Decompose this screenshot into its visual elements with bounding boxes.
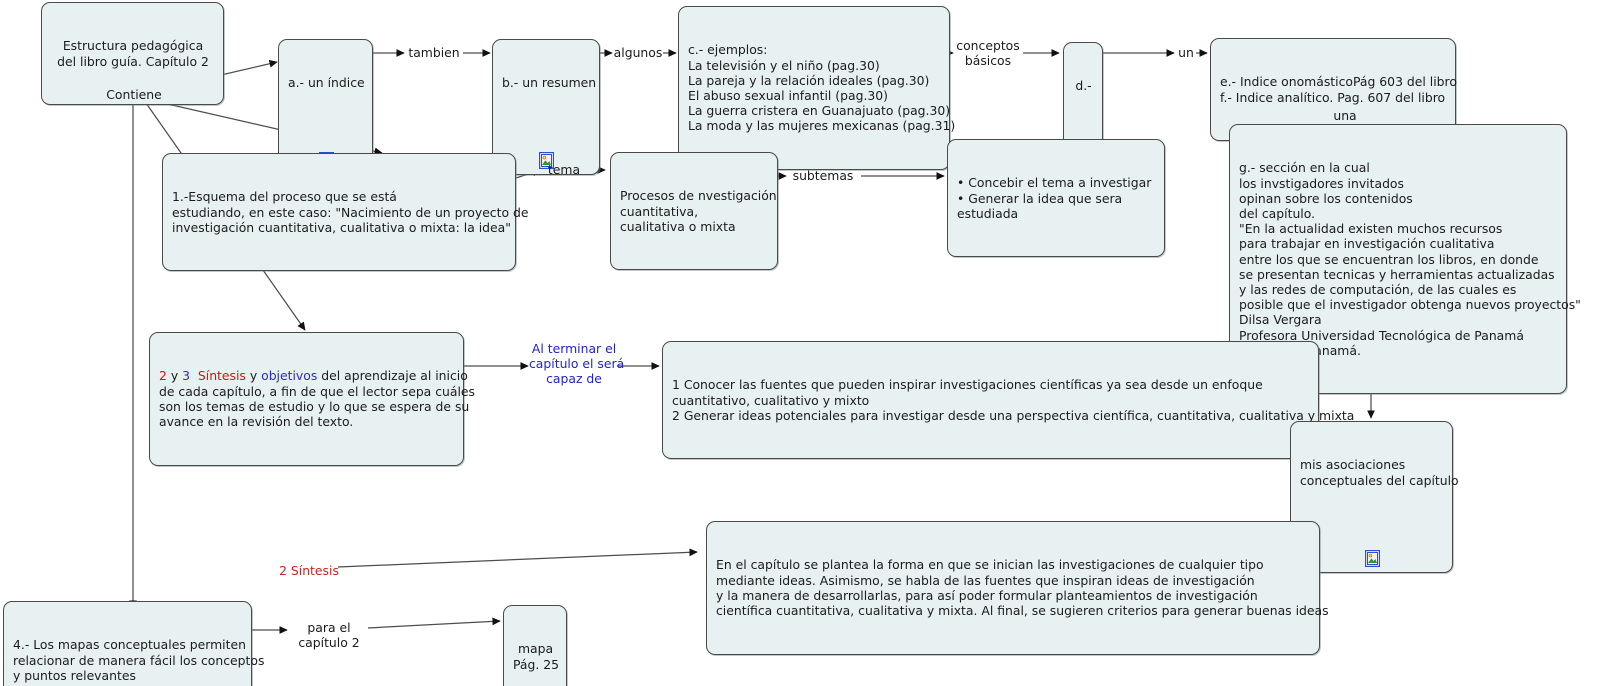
link-label-conceptos-basicos: conceptos básicos — [956, 38, 1020, 69]
node-indices-text: e.- Indice onomásticoPág 603 del libro f… — [1220, 74, 1457, 105]
node-resumen-capitulo[interactable]: En el capítulo se plantea la forma en qu… — [706, 521, 1329, 655]
link-label-una: una — [1333, 108, 1357, 123]
node-d-text: d.- — [1075, 78, 1092, 94]
link-label-al-terminar: Al terminar el capítulo el será capaz de — [529, 341, 625, 387]
node-sintesis-objetivos[interactable]: 2 y 3 Síntesis y objetivos del aprendiza… — [149, 332, 475, 466]
objetivos-word: objetivos — [261, 368, 318, 384]
image-resource-icon[interactable] — [1364, 519, 1380, 567]
sintesis-conj-1: y — [166, 368, 183, 384]
node-sintesis-text: 2 y 3 Síntesis y objetivos del aprendiza… — [159, 368, 475, 429]
sintesis-num-2: 2 — [159, 368, 167, 384]
node-root[interactable]: Estructura pedagógica del libro guía. Ca… — [41, 2, 224, 106]
node-mapas-conceptuales-text: 4.- Los mapas conceptuales permiten rela… — [13, 637, 265, 683]
link-label-tambien: tambien — [408, 45, 460, 60]
node-esquema-proceso[interactable]: 1.-Esquema del proceso que se está estud… — [162, 153, 529, 272]
node-mis-asociaciones-text: mis asociaciones conceptuales del capítu… — [1300, 457, 1459, 488]
node-esquema-text: 1.-Esquema del proceso que se está estud… — [172, 189, 529, 235]
link-label-2-sintesis: 2 Síntesis — [279, 563, 339, 578]
link-label-para-el-capitulo: para el capítulo 2 — [298, 620, 360, 651]
image-resource-icon[interactable] — [318, 122, 334, 170]
node-subtemas-objetivos[interactable]: • Concebir el tema a investigar • Genera… — [947, 139, 1165, 258]
sintesis-space — [190, 368, 198, 383]
node-resumen[interactable]: b.- un resumen — [492, 39, 600, 176]
node-indice-text: a.- un índice — [288, 75, 365, 91]
image-resource-icon[interactable] — [539, 122, 554, 170]
sintesis-conj-2: y — [245, 368, 262, 384]
node-ejemplos-text: c.- ejemplos: La televisión y el niño (p… — [688, 42, 956, 134]
node-mapa-pagina-text: mapa Pág. 25 — [513, 641, 560, 672]
link-label-tema: tema — [547, 162, 581, 177]
link-label-un: un — [1178, 45, 1194, 60]
node-root-text: Estructura pedagógica del libro guía. Ca… — [57, 38, 209, 69]
node-objetivos-aprendizaje[interactable]: 1 Conocer las fuentes que pueden inspira… — [662, 341, 1355, 460]
node-seccion-g-text: g.- sección en la cual los invstigadores… — [1239, 160, 1581, 358]
link-label-algunos: algunos — [613, 45, 663, 60]
link-label-subtemas: subtemas — [792, 168, 854, 183]
node-objetivos-text: 1 Conocer las fuentes que pueden inspira… — [672, 377, 1355, 423]
node-procesos-text: Procesos de nvestigación cuantitativa, c… — [620, 188, 777, 234]
node-ejemplos[interactable]: c.- ejemplos: La televisión y el niño (p… — [678, 6, 956, 171]
sintesis-num-3: 3 — [182, 368, 190, 384]
node-resumen-capitulo-text: En el capítulo se plantea la forma en qu… — [716, 557, 1329, 619]
node-mapa-pagina[interactable]: mapa Pág. 25 — [503, 605, 567, 686]
node-procesos-investigacion[interactable]: Procesos de nvestigación cuantitativa, c… — [610, 152, 778, 271]
node-resumen-text: b.- un resumen — [502, 75, 597, 91]
node-mapas-conceptuales[interactable]: 4.- Los mapas conceptuales permiten rela… — [3, 601, 265, 686]
node-subtemas-text: • Concebir el tema a investigar • Genera… — [957, 175, 1152, 221]
sintesis-word: Síntesis — [197, 368, 246, 384]
link-label-contiene: Contiene — [106, 87, 162, 102]
sintesis-rest: del aprendizaje al inicio de cada capítu… — [159, 368, 475, 430]
